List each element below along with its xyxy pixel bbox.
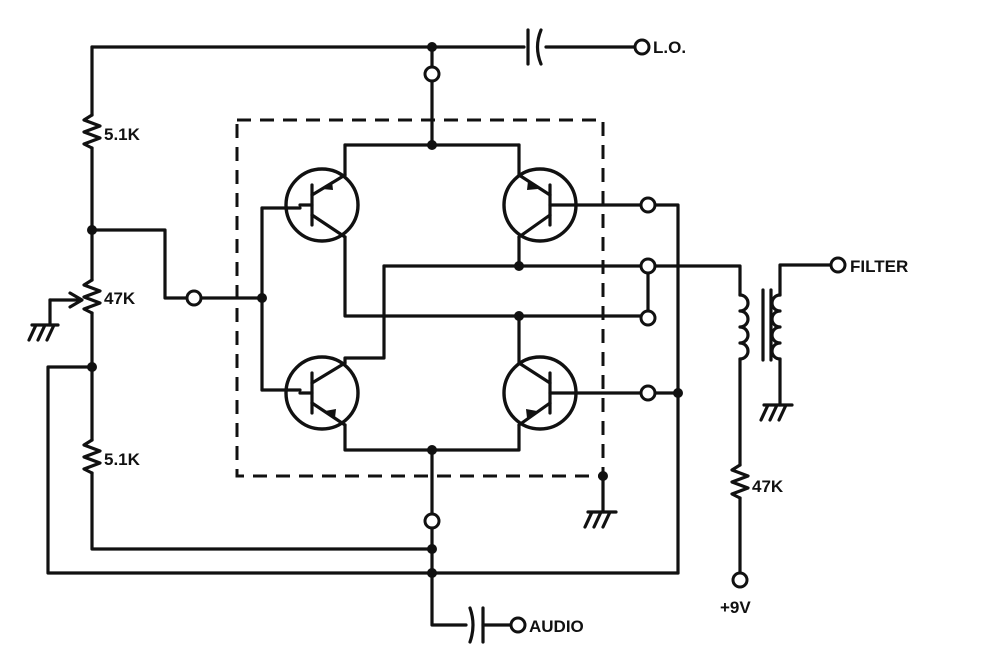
resistor-5k1-top-label: 5.1K <box>104 125 141 144</box>
supply-terminal[interactable] <box>731 571 749 589</box>
bias-to-input <box>90 206 302 392</box>
resistor-5k1-bottom <box>82 438 102 475</box>
lo-label: L.O. <box>653 38 686 57</box>
resistor-47k-supply <box>730 463 750 500</box>
wiper-arrow-icon <box>68 291 84 309</box>
ground-icon-ic <box>583 510 618 529</box>
potentiometer-47k <box>82 278 102 315</box>
internal-wiring <box>343 203 650 455</box>
ic-pin-right-3[interactable] <box>639 309 657 327</box>
ic-pin-right-4[interactable] <box>639 384 657 402</box>
filter-terminal[interactable] <box>829 256 847 274</box>
resistor-5k1-bottom-label: 5.1K <box>104 450 141 469</box>
potentiometer-47k-label: 47K <box>104 289 136 308</box>
ic-pin-right-2[interactable] <box>639 257 657 275</box>
lo-terminal[interactable] <box>633 38 651 56</box>
output-network: 47K +9V FILTER <box>653 203 908 617</box>
transistor-q3-icon <box>284 355 360 431</box>
bias-divider: 5.1K 47K 5.1K <box>27 45 680 575</box>
lo-input-network: L.O. <box>90 28 686 177</box>
ic-package-outline <box>235 118 605 478</box>
filter-label: FILTER <box>850 257 908 276</box>
ic-pin-top[interactable] <box>423 65 441 83</box>
transformer-secondary-icon <box>770 293 782 361</box>
transformer-core-icon <box>761 288 773 362</box>
ic-ground <box>583 471 618 529</box>
transistor-q4-icon <box>502 355 578 431</box>
supply-label: +9V <box>720 598 751 617</box>
audio-output-network: AUDIO <box>423 448 584 644</box>
ic-pin-right-1[interactable] <box>639 196 657 214</box>
ic-pin-left[interactable] <box>185 289 203 307</box>
transistor-q2-icon <box>502 167 578 243</box>
ground-icon-right <box>759 403 794 422</box>
resistor-5k1-top <box>82 113 102 150</box>
transformer-primary-icon <box>738 293 750 361</box>
ground-icon-left <box>27 323 60 342</box>
ic-pin-bottom[interactable] <box>423 512 441 530</box>
audio-terminal[interactable] <box>509 616 527 634</box>
audio-label: AUDIO <box>529 617 584 636</box>
resistor-47k-supply-label: 47K <box>752 477 784 496</box>
transistor-q1-icon <box>284 167 360 243</box>
